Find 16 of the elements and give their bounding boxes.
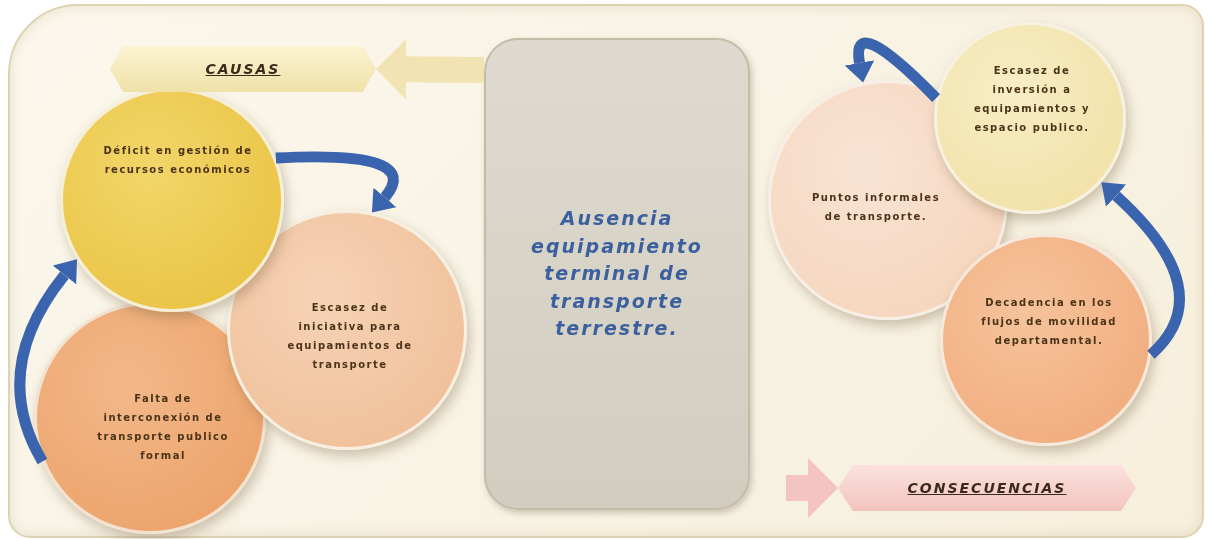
bubble-text: Puntos informales de transporte. <box>811 191 941 224</box>
bubble-text: Escasez de iniciativa para equipamientos de transporte <box>286 301 414 372</box>
bubble-text: Falta de interconexión de transporte publico formal <box>96 392 230 463</box>
bubble-text: Déficit en gestión de recursos económicos <box>103 144 253 177</box>
block-arrow <box>786 458 838 518</box>
curved-arrow <box>1101 181 1185 359</box>
curved-arrow <box>275 151 399 214</box>
curved-arrow <box>844 37 940 102</box>
banner-text: CAUSAS <box>205 61 281 77</box>
bubble-text: Escasez de inversión a equipamientos y espacio publico. <box>972 64 1092 135</box>
bubble-text: Decadencia en los flujos de movilidad departamental. <box>980 296 1118 348</box>
curved-arrow <box>14 258 77 465</box>
block-arrow <box>376 39 485 100</box>
banner-text: CONSECUENCIAS <box>907 480 1067 496</box>
problem-statement: Ausencia equipamiento terminal de transporte terrestre. <box>530 206 704 342</box>
central-panel <box>484 38 750 510</box>
